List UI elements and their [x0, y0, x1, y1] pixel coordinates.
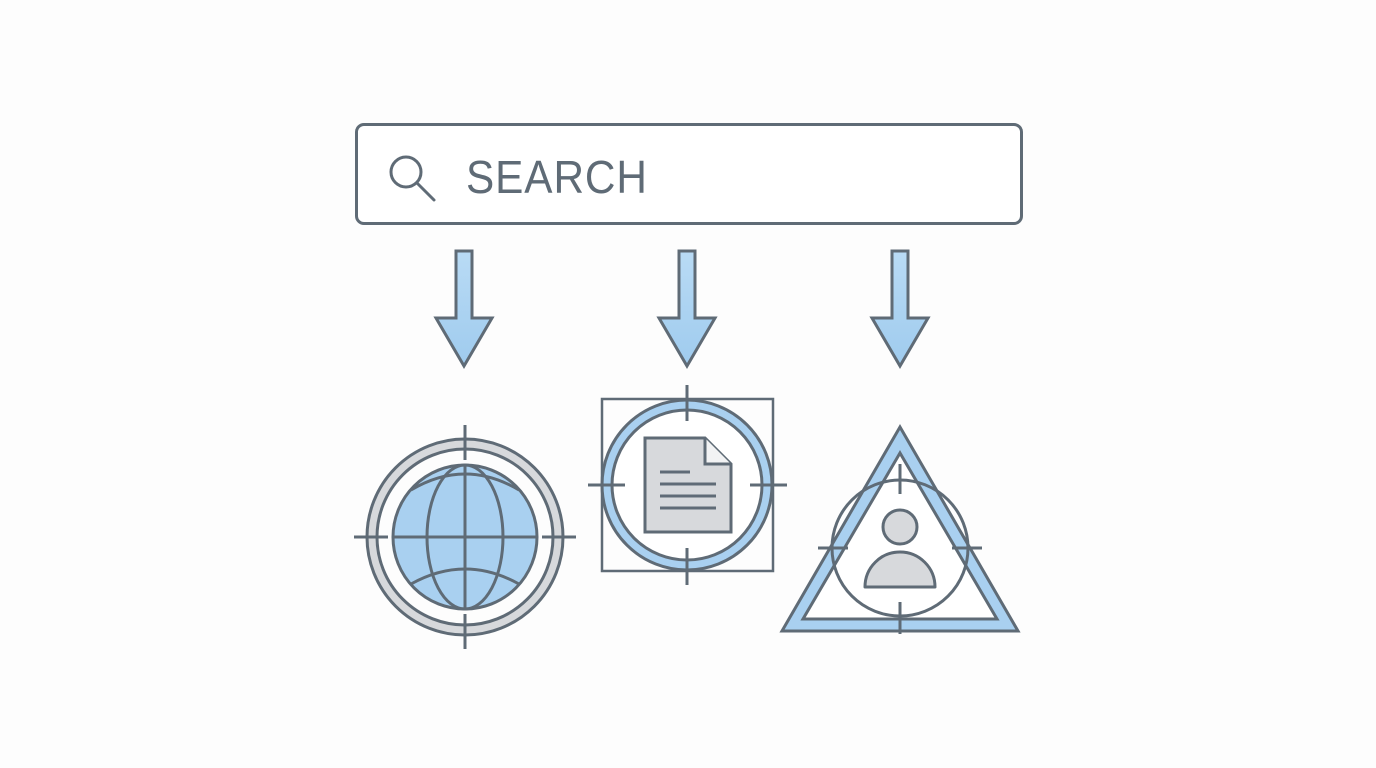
- document-icon: [588, 385, 787, 585]
- person-icon: [779, 424, 1021, 634]
- down-arrow-icon: [433, 249, 495, 369]
- down-arrow-icon: [656, 249, 718, 369]
- magnifier-icon: [389, 155, 436, 202]
- globe-icon: [354, 425, 576, 649]
- search-bar[interactable]: SEARCH: [355, 123, 1023, 225]
- down-arrow-icon: [869, 249, 931, 369]
- search-label: SEARCH: [466, 151, 648, 203]
